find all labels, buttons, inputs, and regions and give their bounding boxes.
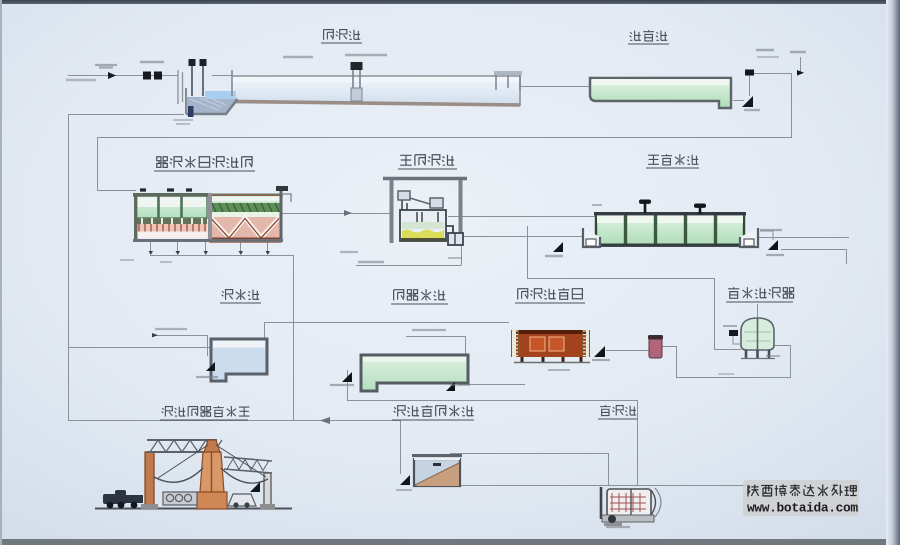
svg-text:www.botaida.com: www.botaida.com [747,501,858,516]
